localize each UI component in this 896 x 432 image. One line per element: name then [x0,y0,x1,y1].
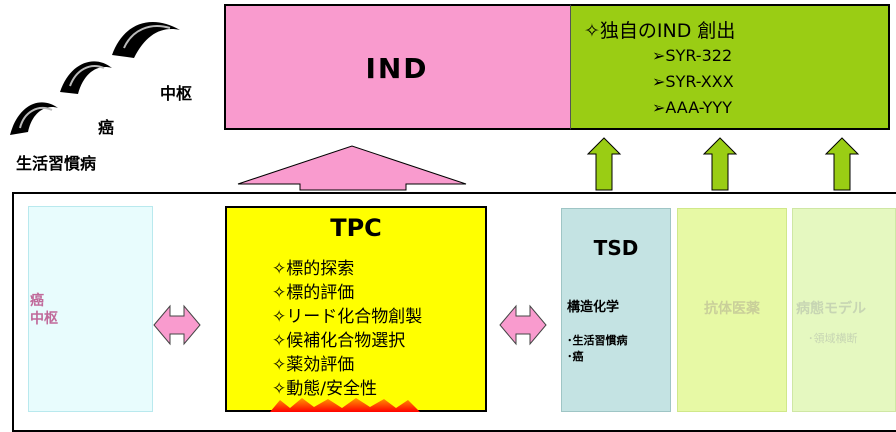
compound-item: ➢AAA-YYY [652,98,732,117]
label-cancer: 癌 [98,118,115,137]
tsd-title: TSD [593,236,639,260]
green-up-arrow [586,137,622,191]
tier-arrows [237,137,860,191]
disease-model-subtitle: ･領域横断 [808,332,858,345]
big-up-arrow [237,145,467,191]
tsd-panel [561,208,671,412]
tpc-item: ✧候補化合物選択 [272,331,406,351]
wave-icon [60,61,112,94]
tpc-item: ✧リード化合物創製 [272,307,423,327]
panel-cns-label: 中枢 [30,311,58,327]
double-arrows [153,304,547,346]
green-up-arrow [824,137,860,191]
wave-icons [10,22,180,135]
tpc-title: TPC [330,214,382,242]
green-up-arrow [702,137,738,191]
antibody-title: 抗体医薬 [704,301,760,317]
disease-model-title: 病態モデル [796,301,866,317]
cancer-cns-panel [28,206,153,412]
wave-icon [10,102,58,135]
ind-box-left [224,4,570,130]
panel-cancer-label: 癌 [30,293,44,309]
tpc-item: ✧薬効評価 [272,355,355,375]
tpc-item: ✧動態/安全性 [272,379,377,399]
label-lifestyle: 生活習慣病 [16,154,97,173]
tpc-item: ✧標的探索 [272,259,355,279]
tsd-item: ･癌 [567,350,584,363]
wave-icon [112,22,180,58]
double-arrow [153,304,201,346]
ind-box-right [570,4,890,130]
label-cns: 中枢 [160,84,193,103]
compound-item: ➢SYR-XXX [652,72,734,91]
antibody-panel [677,208,787,412]
double-arrow [499,304,547,346]
flame-glow [270,398,420,412]
original-ind-heading: ✧独自のIND 創出 [584,20,736,42]
compound-item: ➢SYR-322 [652,46,733,65]
ind-title: IND [365,52,429,85]
tsd-subtitle: 構造化学 [567,300,620,315]
tpc-item: ✧標的評価 [272,283,355,303]
tsd-item: ･生活習慣病 [567,334,628,347]
tpc-box [225,206,487,412]
